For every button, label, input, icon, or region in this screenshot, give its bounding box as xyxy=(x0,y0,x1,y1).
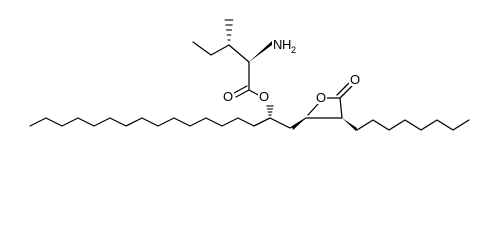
bond-carbonyl-double-2 xyxy=(233,85,248,94)
amine-h-count: 2 xyxy=(291,45,296,55)
ester-o-label: O xyxy=(259,89,269,104)
atom-label-lactone-ring-o: O xyxy=(315,90,327,105)
bond-lactone-carbonyl-2 xyxy=(336,82,350,96)
bond-ch2-linker xyxy=(269,117,307,129)
carbonyl-o-label: O xyxy=(223,89,233,104)
atom-label-carbonyl-o: O xyxy=(222,89,234,104)
amine-n-label: N xyxy=(273,37,282,52)
hashed-wedge-methyl xyxy=(224,19,234,41)
structure-canvas: N H 2 O O O O xyxy=(29,19,470,131)
bond-carbonyl-double-1 xyxy=(235,89,250,98)
bond-alpha-to-beta xyxy=(228,44,250,63)
hashed-wedge-ester-o xyxy=(266,105,274,116)
atom-label-ester-o: O xyxy=(258,89,270,104)
wedge-lactone-c4 xyxy=(292,118,306,130)
lactone-carbonyl-o-label: O xyxy=(350,72,360,87)
wedge-to-amine xyxy=(249,41,272,62)
alkyl-chain-dodecyl xyxy=(29,117,271,127)
bond-ring-c4-o xyxy=(307,103,319,116)
wedge-lactone-c3 xyxy=(342,118,357,131)
bond-chain-to-stereocenter xyxy=(253,117,271,127)
lactone-ring-o-label: O xyxy=(316,90,326,105)
bond-ethyl xyxy=(192,41,230,56)
atom-label-amine: N H 2 xyxy=(273,37,296,55)
atom-label-lactone-carbonyl-o: O xyxy=(349,72,361,87)
bond-ring-c2-c3 xyxy=(339,97,343,119)
amine-h-label: H xyxy=(282,37,291,52)
skeletal-formula: N H 2 O O O O xyxy=(29,19,470,131)
bond-lactone-carbonyl-1 xyxy=(339,85,353,99)
alkyl-chain-hexyl xyxy=(356,119,470,131)
